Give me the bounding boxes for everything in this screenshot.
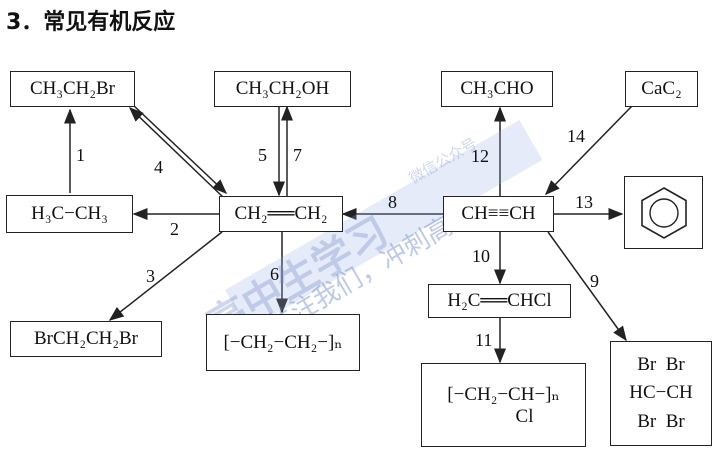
reaction-label-6: 6 [270, 264, 279, 284]
node-ethane: H₃C−CH₃ [6, 195, 133, 233]
reaction-label-12: 12 [471, 146, 489, 166]
node-tetrabromoethane: Br Br HC−CH Br Br [610, 341, 712, 446]
reaction-label-2: 2 [170, 219, 179, 239]
node-polyethylene: [−CH₂−CH₂−]ₙ [206, 314, 360, 371]
page-title: 3．常见有机反应 [6, 10, 176, 35]
reaction-label-14: 14 [567, 126, 585, 146]
node-acetaldehyde: CH₃CHO [441, 71, 553, 107]
node-vinyl-chloride: H₂C══CHCl [428, 284, 571, 318]
node-acetylene: CH≡≡CH [443, 196, 554, 232]
reaction-label-8: 8 [388, 192, 397, 212]
arrow-14 [544, 105, 633, 196]
reaction-label-10: 10 [472, 246, 490, 266]
reaction-label-1: 1 [76, 145, 85, 165]
reaction-label-13: 13 [575, 192, 593, 212]
node-dibromoethane: BrCH₂CH₂Br [10, 321, 162, 357]
reaction-label-11: 11 [475, 330, 493, 350]
reaction-label-4: 4 [154, 157, 163, 177]
node-ethylene: CH₂══CH₂ [219, 196, 343, 232]
reaction-label-7: 7 [293, 145, 302, 165]
reaction-label-5: 5 [258, 145, 267, 165]
node-ethyl-bromide: CH₃CH₂Br [10, 71, 135, 107]
node-benzene [624, 176, 703, 249]
arrow-3 [108, 231, 223, 321]
arrow-4b [131, 103, 228, 195]
reaction-label-3: 3 [146, 266, 155, 286]
arrow-4a [128, 106, 225, 199]
arrow-9 [547, 231, 627, 342]
node-calcium-carbide: CaC₂ [625, 71, 698, 107]
benzene-ring-icon [640, 186, 687, 239]
node-ethanol: CH₃CH₂OH [214, 71, 351, 107]
reaction-label-9: 9 [590, 271, 599, 291]
node-pvc: [−CH₂−CH−]ₙ Cl [421, 363, 586, 447]
